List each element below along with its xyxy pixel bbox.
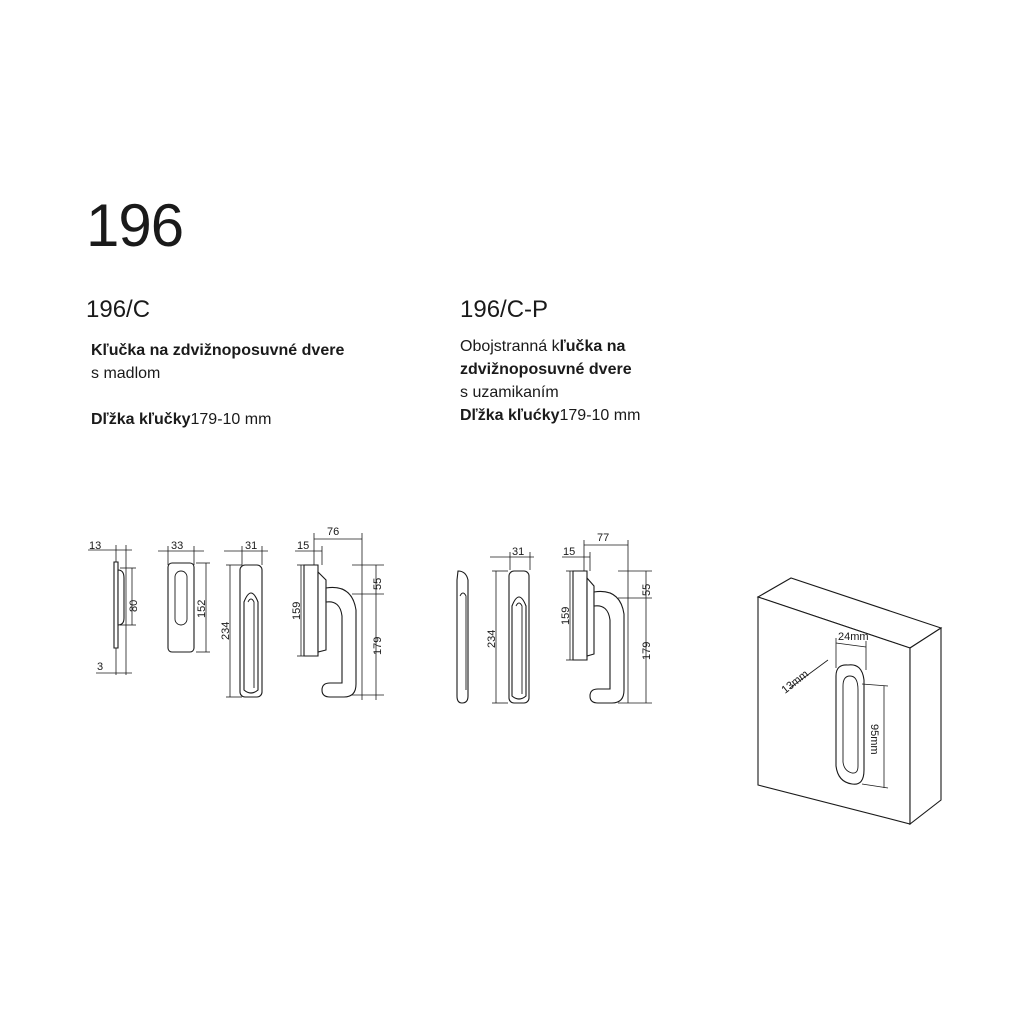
dim-179-right: 179 [641,642,653,660]
dim-31-left: 31 [245,540,257,552]
length-value-left: 179-10 mm [190,411,272,428]
dim-13-left: 13 [89,540,101,552]
dim-77: 77 [597,532,609,544]
dim-55-left: 55 [372,578,384,590]
dim-80: 80 [128,600,140,612]
product-code-right: 196/C-P [460,296,549,323]
desc-right-line1-bold: ľučka na [559,338,626,355]
dim-15-left: 15 [297,540,309,552]
desc-left-line2: s madlom [91,365,161,382]
dim-152: 152 [196,600,208,618]
dim-3: 3 [97,661,103,673]
dim-234-right: 234 [486,630,498,648]
desc-left-line1: Kľučka na zdvižnoposuvné dvere [91,342,345,359]
drawing-isometric-door: 24mm 13mm 95mm [756,577,943,826]
dim-234-left: 234 [220,622,232,640]
description-right: Obojstranná kľučka na zdvižnoposuvné dve… [460,335,640,427]
product-number: 196 [86,192,184,259]
desc-right-line3: s uzamikaním [460,384,559,401]
description-left: Kľučka na zdvižnoposuvné dvere s madlom … [91,339,344,431]
length-value-right: 179-10 mm [559,407,641,424]
drawing-handle-front-left: 31 234 [220,540,268,698]
length-label-right: Dľžka kľućky [460,407,560,424]
dim-179-left: 179 [372,637,384,655]
drawing-rosette-front: 33 152 [158,540,210,653]
dim-55-right: 55 [641,584,653,596]
length-label-left: Dľžka kľučky [91,411,191,428]
desc-right-line2: zdvižnoposuvné dvere [460,361,632,378]
drawing-handle-side-left: 15 76 55 159 179 [291,526,384,700]
drawing-side-profile: 13 80 3 [88,540,140,675]
dim-31-right: 31 [512,546,524,558]
dim-159-left: 159 [291,602,303,620]
drawing-handle-front-right: 31 234 [486,546,534,704]
dim-95mm: 95mm [868,724,880,755]
dim-159-right: 159 [560,607,572,625]
dim-15-right: 15 [563,546,575,558]
dim-76: 76 [327,526,339,538]
drawing-handle-side-right: 15 77 55 159 179 [560,532,653,704]
drawing-inner-handle [456,570,469,704]
dim-33: 33 [171,540,183,552]
dim-24mm: 24mm [838,631,869,643]
desc-right-line1-normal: Obojstranná k [460,338,560,355]
product-code-left: 196/C [86,296,151,323]
